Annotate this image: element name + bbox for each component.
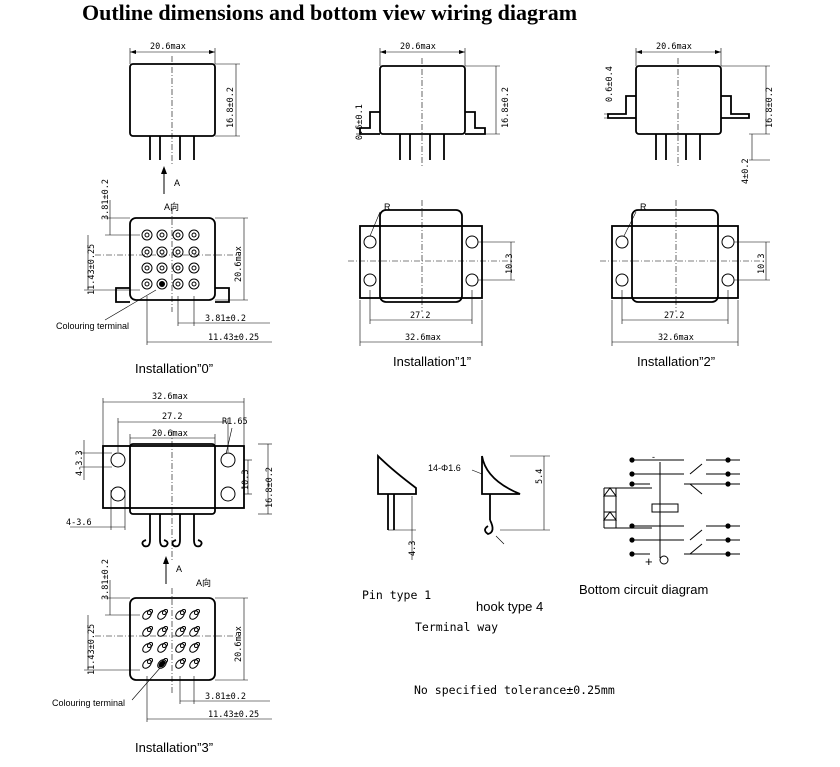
dim-span-h-label: 11.43±0.25 [208,333,259,343]
caption-installation-3: Installation”3” [135,740,213,755]
hook-size-label: 14-Φ1.6 [428,463,461,473]
dim-pitch-v-label: 3.81±0.2 [101,559,111,600]
bottom-circuit-diagram: - + [579,452,740,597]
colouring-terminal-label: Colouring terminal [52,698,125,708]
dim-width-label: 20.6max [152,429,188,439]
relay-flange-view-2: R 10.3 27.2 32.6max Installation”2” [600,200,770,369]
dim-hole-span-label: 27.2 [664,311,684,321]
dim-hole-dia-v-label: 4-3.3 [75,450,85,476]
dim-thickness-label: 0.6±0.1 [355,104,365,140]
arrow-a-label: A [174,178,180,188]
relay-side-view-2: 20.6max 0.6±0.4 16.8±0.2 4±0.2 [604,42,775,184]
svg-text:+: + [645,554,653,569]
terminal-pin-type-1: 4.3 Pin type 1 [362,453,431,602]
relay-bottom-view-3: A向 [52,559,272,755]
contact-group-lower [629,523,740,557]
caption-installation-0: Installation”0” [135,361,213,376]
bottom-circuit-label: Bottom circuit diagram [579,582,708,597]
dim-pitch-h-label: 3.81±0.2 [205,314,246,324]
dim-pitch-h-label: 3.81±0.2 [205,692,246,702]
hook-type-4-label: hook type 4 [476,599,543,614]
relay-side-view-3: 32.6max 27.2 20.6max R1.65 4-3.3 [66,392,275,584]
radius-label: R1.65 [222,417,248,427]
dim-width-label: 20.6max [150,42,186,52]
tolerance-note: No specified tolerance±0.25mm [414,683,615,697]
hook-pin-grid-3 [142,608,201,669]
arrow-a-label: A [176,564,182,574]
dim-pin-length-label: 4±0.2 [741,158,751,184]
caption-installation-1: Installation”1” [393,354,471,369]
dim-width-label: 20.6max [400,42,436,52]
colouring-terminal-label: Colouring terminal [56,321,129,331]
dim-bottom-height-label: 20.6max [234,626,244,662]
pin-grid-0 [141,229,200,290]
dim-thickness-label: 0.6±0.4 [605,66,615,102]
dim-span-h-label: 11.43±0.25 [208,710,259,720]
dim-hole-spacing-label: 10.3 [505,254,515,274]
page-title: Outline dimensions and bottom view wirin… [82,0,578,25]
dim-width-label: 20.6max [656,42,692,52]
relay-flange-view-1: R 10.3 27.2 32.6max Installation”1” [348,200,515,369]
dim-span-v-label: 11.43±0.25 [87,624,97,675]
dim-hole-span-label: 27.2 [162,412,182,422]
relay-side-view-0: 20.6max 16.8±0.2 A [129,42,240,194]
dim-height-label: 16.8±0.2 [265,467,275,508]
dim-flange-width-label: 32.6max [405,333,441,343]
dim-bottom-height-label: 20.6max [234,246,244,282]
dim-hole-spacing-label: 10.3 [241,470,251,490]
dim-height-label: 16.8±0.2 [765,87,775,128]
relay-side-view-1: 20.6max 0.6±0.1 16.8±0.2 [355,42,511,166]
dim-hole-spacing-label: 10.3 [757,254,767,274]
radius-label: R [640,202,647,212]
dim-flange-width-label: 32.6max [152,392,188,402]
dim-hook-length-label: 5.4 [535,469,545,484]
caption-installation-2: Installation”2” [637,354,715,369]
dim-pitch-v-label: 3.81±0.2 [101,179,111,220]
svg-text:-: - [652,452,655,462]
dim-span-v-label: 11.43±0.25 [87,244,97,295]
dim-hole-span-label: 27.2 [410,311,430,321]
terminal-hook-type-4: 14-Φ1.6 5.4 hook type 4 [428,455,550,614]
dim-height-label: 16.8±0.2 [226,87,236,128]
radius-label: R [384,202,391,212]
dim-flange-width-label: 32.6max [658,333,694,343]
view-a-label: A向 [196,577,211,588]
dim-pin-length-label: 4.3 [408,541,418,556]
view-a-label: A向 [164,201,179,212]
pin-type-1-label: Pin type 1 [362,588,431,602]
contact-group-upper [629,457,740,495]
terminal-way-label: Terminal way [415,620,498,634]
dim-height-label: 16.8±0.2 [501,87,511,128]
relay-bottom-view-0: A向 [56,179,272,376]
dim-hole-dia-h-label: 4-3.6 [66,518,92,528]
